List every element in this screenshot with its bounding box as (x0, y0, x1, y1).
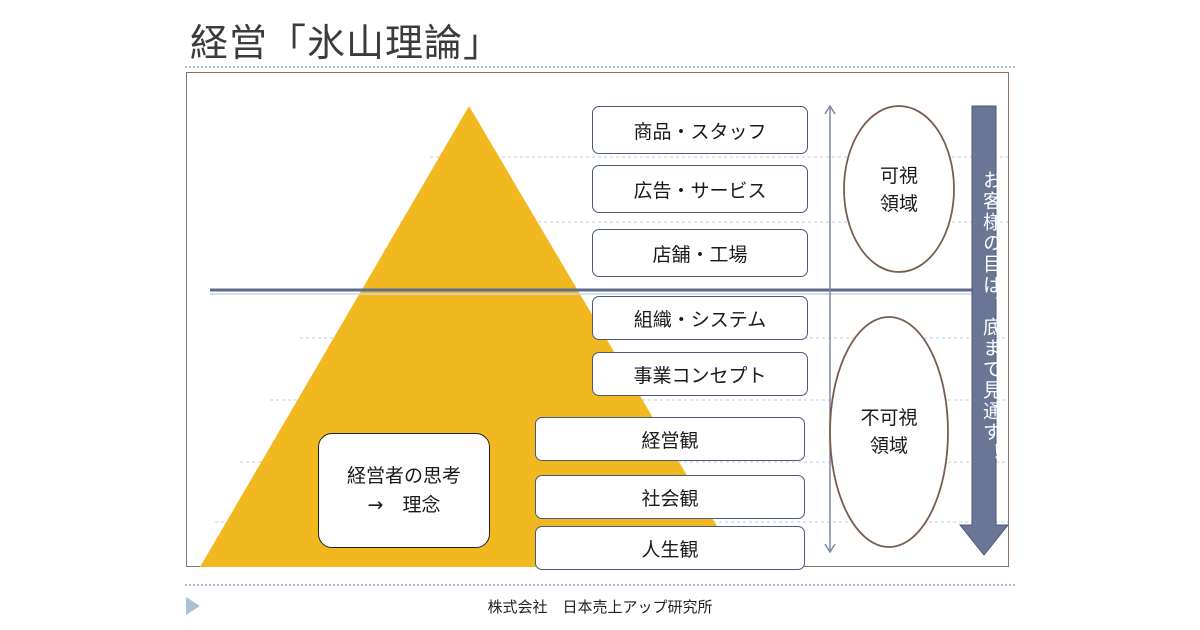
page-title: 経営「氷山理論」 (190, 21, 503, 65)
level-box: 組織・システム (592, 296, 808, 340)
level-box: 経営観 (535, 417, 805, 461)
visible-zone-oval (843, 105, 955, 273)
visible-zone-label: 可視 領域 (859, 163, 939, 218)
invisible-zone-oval (829, 316, 949, 548)
thinker-line1: 経営者の思考 (346, 465, 461, 487)
invisible-zone-line2: 領域 (869, 434, 908, 457)
invisible-zone-label: 不可視 領域 (844, 405, 934, 460)
customer-view-text: お客様の目は、底まで見通す！ (980, 170, 1002, 464)
visible-zone-line2: 領域 (879, 192, 918, 215)
invisible-zone-line1: 不可視 (860, 407, 918, 429)
thinker-box: 経営者の思考 → 理念 (318, 433, 490, 548)
customer-view-arrow (958, 105, 1010, 556)
level-box: 人生観 (535, 526, 805, 570)
thinker-line2: → 理念 (367, 493, 441, 516)
level-box: 商品・スタッフ (592, 106, 808, 154)
slide-marker-icon (186, 597, 200, 615)
level-box: 店舗・工場 (592, 229, 808, 277)
bottom-divider (185, 584, 1015, 586)
footer-company: 株式会社 日本売上アップ研究所 (487, 598, 713, 616)
level-box: 事業コンセプト (592, 352, 808, 396)
level-box: 社会観 (535, 475, 805, 519)
visible-zone-line1: 可視 (879, 165, 918, 187)
depth-double-arrow (824, 104, 836, 554)
top-divider (185, 66, 1015, 68)
level-box: 広告・サービス (592, 165, 808, 213)
